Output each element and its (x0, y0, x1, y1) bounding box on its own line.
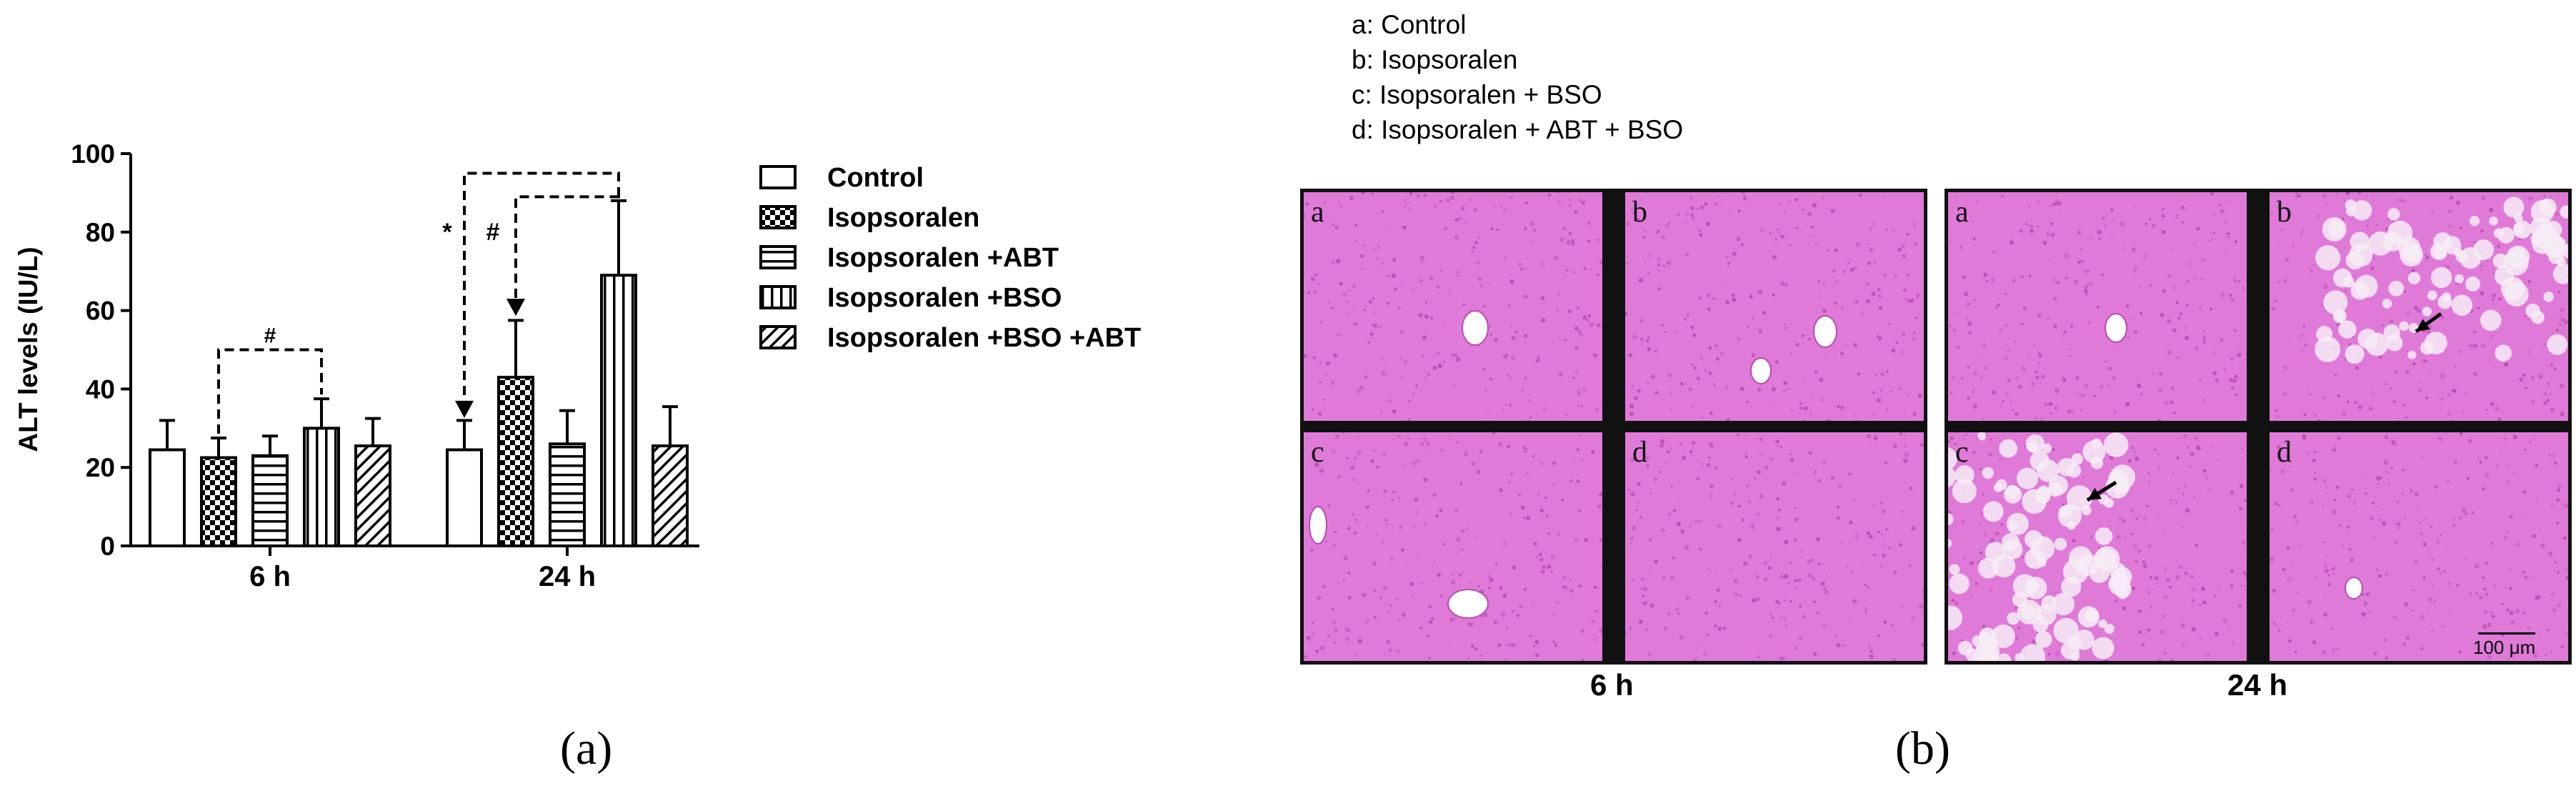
scale-bar (2478, 632, 2535, 635)
tile-letter: d (2277, 436, 2292, 469)
histology-legend-item: a: Control (1352, 10, 1467, 39)
micrograph-tile-c: c (1948, 432, 2247, 661)
bar (251, 454, 289, 547)
micrograph-tile-d: d (1625, 432, 1924, 661)
bar (600, 274, 637, 547)
micrograph-texture (2270, 192, 2568, 421)
alt-bar-chart: ALT levels (IU/L) 0 20 40 60 80 100 # * # 6 h 24… (14, 139, 1141, 592)
histology-legend: a: Control b: Isopsoralen c: Isopsoralen… (1352, 7, 1683, 147)
legend-swatch (759, 325, 797, 349)
micrograph-texture (1948, 432, 2247, 661)
micrograph-group-6h: a b c d (1300, 189, 1927, 665)
x-tick-label: 24 h (539, 561, 596, 592)
legend-label: Isopsoralen +BSO +ABT (827, 323, 1141, 353)
bar (497, 375, 534, 547)
arrow-head (455, 400, 474, 418)
micrograph-tile-a: a (1304, 192, 1602, 421)
micrograph-texture (2270, 432, 2568, 661)
legend-swatch (759, 205, 797, 229)
tile-letter: d (1632, 436, 1647, 469)
panel-b-label: (b) (1895, 722, 1950, 775)
micrograph-tile-b: b (2270, 192, 2568, 421)
tile-letter: b (1632, 196, 1647, 229)
micrograph-group-24h: a b c d 100 μm (1945, 189, 2572, 665)
bar (549, 442, 586, 548)
significance-arrow (514, 195, 620, 307)
tile-letter: a (1311, 196, 1324, 229)
legend-label: Isopsoralen (827, 203, 979, 233)
significance-symbol: # (264, 324, 276, 348)
legend-swatch (759, 165, 797, 189)
significance-symbol: * (442, 219, 452, 246)
y-tick-label: 0 (100, 532, 115, 561)
tile-letter: b (2277, 196, 2292, 229)
histology-legend-item: d: Isopsoralen + ABT + BSO (1352, 115, 1684, 144)
y-tick-label: 80 (86, 218, 115, 247)
tile-letter: c (1955, 436, 1969, 469)
bar (652, 444, 689, 547)
significance-arrow (463, 171, 620, 408)
y-tick-label: 20 (86, 453, 115, 482)
bar (200, 456, 237, 547)
bar (149, 448, 186, 547)
micrograph-texture (1625, 432, 1924, 661)
bar (446, 448, 483, 547)
legend-label: Control (827, 163, 924, 193)
y-tick-label: 100 (71, 139, 115, 169)
micrograph-tile-a: a (1948, 192, 2247, 421)
histology-legend-item: b: Isopsoralen (1352, 45, 1518, 74)
tile-letter: c (1311, 436, 1324, 469)
legend-label: Isopsoralen +ABT (827, 243, 1059, 273)
y-axis-label: ALT levels (IU/L) (14, 247, 43, 452)
micrograph-tile-b: b (1625, 192, 1924, 421)
arrow-head (506, 299, 525, 317)
micrograph-texture (1304, 432, 1602, 661)
histology-legend-item: c: Isopsoralen + BSO (1352, 80, 1602, 109)
micrograph-texture (1948, 192, 2247, 421)
panel-a-label: (a) (560, 722, 613, 775)
legend-swatch (759, 285, 797, 309)
y-tick-label: 40 (86, 374, 115, 404)
bar (303, 427, 340, 547)
micrograph-texture (1625, 192, 1924, 421)
micrograph-tile-d: d 100 μm (2270, 432, 2568, 661)
legend-label: Isopsoralen +BSO (827, 283, 1062, 313)
significance-bracket (217, 348, 323, 434)
legend-swatch (759, 245, 797, 269)
micrograph-tile-c: c (1304, 432, 1602, 661)
tile-letter: a (1955, 196, 1969, 229)
micrograph-texture (1304, 192, 1602, 421)
bar (354, 444, 391, 547)
x-tick-label: 6 h (249, 561, 291, 592)
significance-symbol: # (486, 219, 500, 246)
scale-bar-label: 100 μm (2473, 637, 2536, 658)
micrograph-time-6h: 6 h (1590, 668, 1634, 702)
micrograph-time-24h: 24 h (2227, 668, 2288, 702)
y-tick-label: 60 (86, 297, 115, 326)
